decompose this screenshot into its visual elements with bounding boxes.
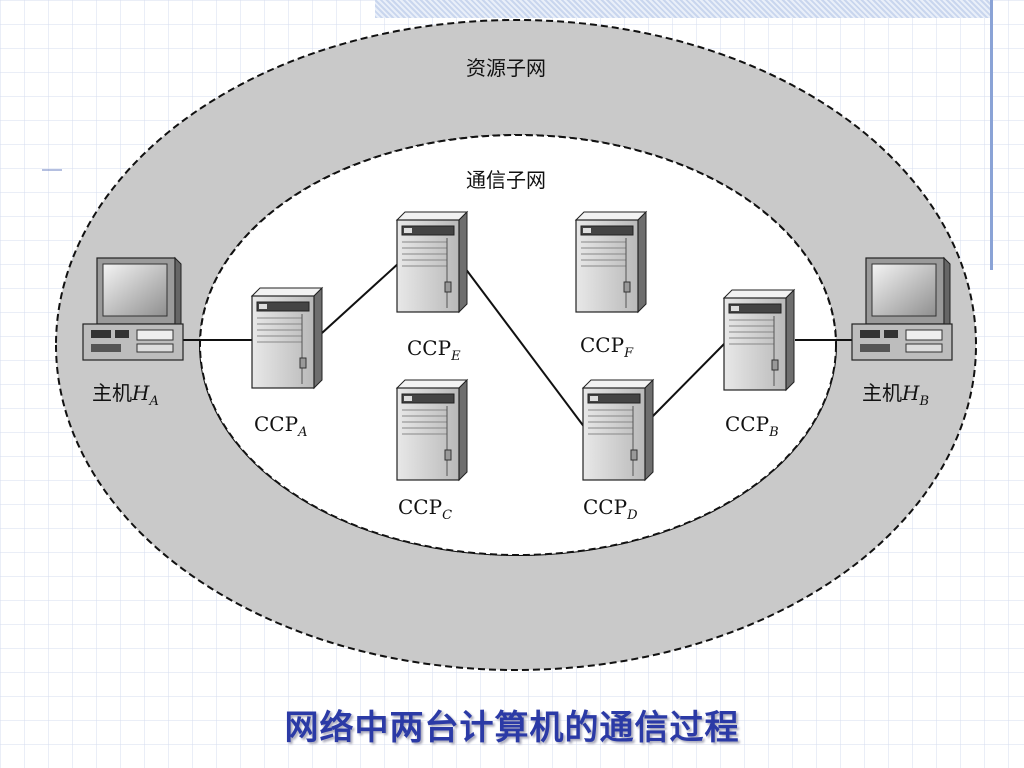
accent-bar: [990, 0, 993, 270]
ccp-f-server-icon: [575, 211, 647, 313]
ccp-b-label: CCPB: [725, 412, 779, 440]
ccp-e-label: CCPE: [407, 336, 461, 364]
host-a-label: 主机HA: [92, 381, 159, 409]
ccp-e-server-icon: [396, 211, 468, 313]
host-a-computer-icon: [82, 257, 184, 361]
communication-subnet-boundary: [199, 134, 837, 556]
ccp-b-server-icon: [723, 289, 795, 391]
header-band: [375, 0, 990, 18]
ccp-c-label: CCPC: [398, 495, 453, 523]
host-b-label: 主机HB: [862, 381, 930, 409]
ccp-f-label: CCPF: [580, 333, 634, 361]
ccp-c-server-icon: [396, 379, 468, 481]
link-ccpe-ccpd: [464, 267, 586, 429]
slide-title: 网络中两台计算机的通信过程: [284, 708, 740, 748]
link-ccpd-ccpb: [650, 339, 729, 419]
host-b-computer-icon: [851, 257, 953, 361]
communication-subnet-label: 通信子网: [466, 168, 546, 192]
ccp-a-label: CCPA: [254, 412, 308, 440]
link-ccpa-ccpe: [321, 261, 401, 334]
ccp-d-server-icon: [582, 379, 654, 481]
ccp-d-label: CCPD: [583, 495, 638, 523]
resource-subnet-label: 资源子网: [466, 56, 546, 80]
ccp-a-server-icon: [251, 287, 323, 389]
